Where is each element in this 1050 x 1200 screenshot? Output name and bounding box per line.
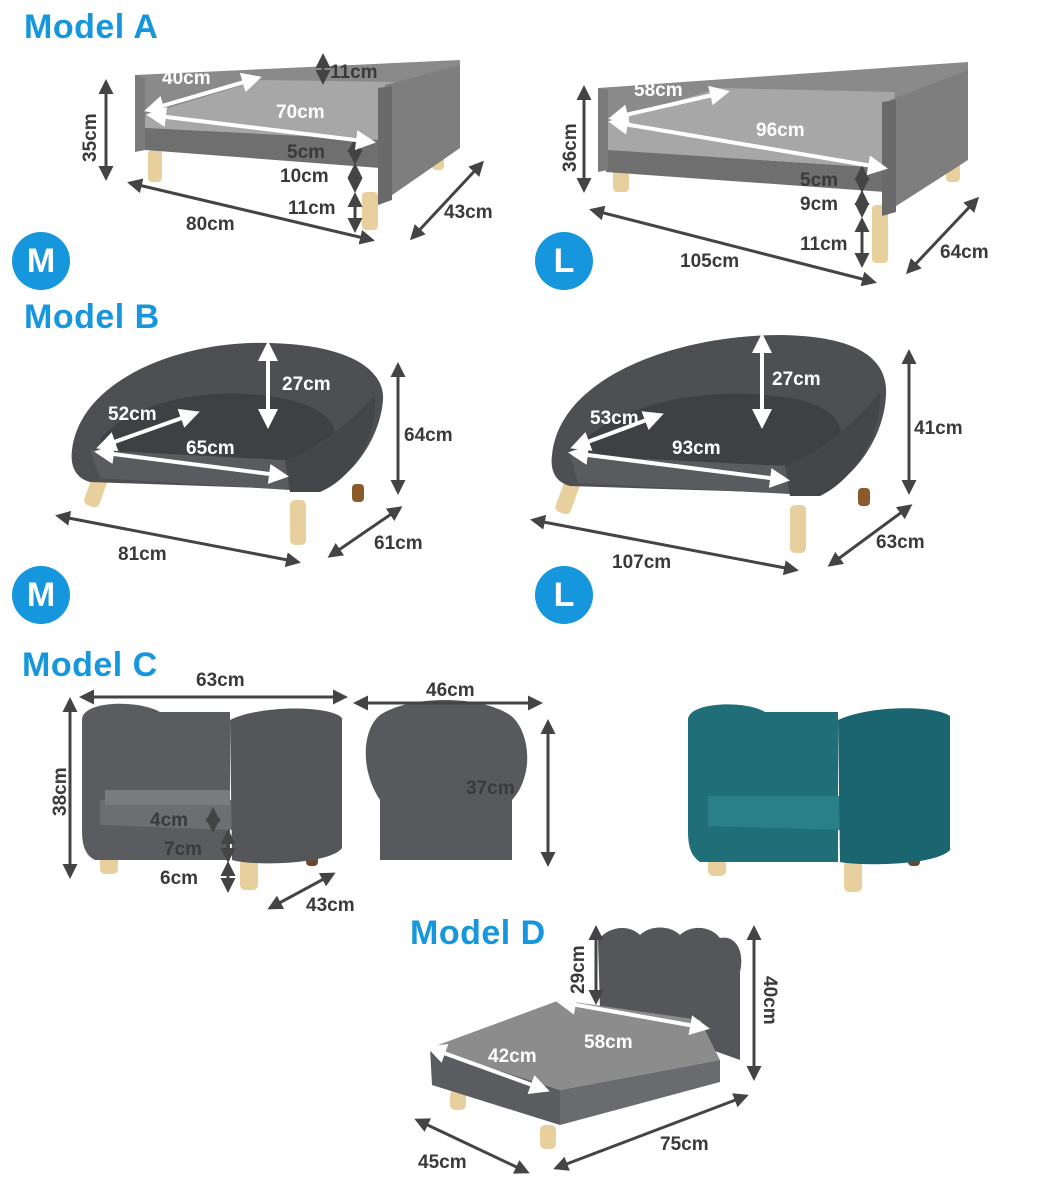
size-badge-medium-b: M (12, 566, 70, 624)
model-a-title: Model A (24, 8, 159, 46)
model-a-m-cushion-top-label: 5cm (287, 142, 325, 163)
model-a-m-width-label: 80cm (186, 214, 235, 235)
model-c-base-label: 7cm (164, 839, 202, 860)
model-b-title: Model B (24, 298, 160, 336)
model-a-m-depth-seat-label: 40cm (162, 68, 211, 89)
model-a-l-height-label: 36cm (560, 123, 581, 172)
model-d-seat-length-label: 58cm (584, 1032, 633, 1053)
model-a-l-width-label: 105cm (680, 251, 739, 272)
model-b-l-seat-width-label: 93cm (672, 438, 721, 459)
model-b-m-depth-seat-label: 52cm (108, 404, 157, 425)
size-badge-medium-a: M (12, 232, 70, 290)
model-b-m-seat-width-label: 65cm (186, 438, 235, 459)
model-c-width-label: 63cm (196, 670, 245, 691)
model-a-m-depth-label: 43cm (444, 202, 493, 223)
model-c-back-height-label: 37cm (466, 778, 515, 799)
model-c-teal-chair (688, 704, 950, 892)
model-b-m-height-label: 64cm (404, 425, 453, 446)
model-c-back-view (365, 700, 528, 860)
model-b-l-height-label: 41cm (914, 418, 963, 439)
model-a-l-depth-label: 64cm (940, 242, 989, 263)
model-a-m-arm-height-label: 11cm (330, 62, 378, 83)
model-b-m-width-label: 81cm (118, 544, 167, 565)
model-b-l-width-label: 107cm (612, 552, 671, 573)
size-badge-large-a: L (535, 232, 593, 290)
model-b-m-back-height-label: 27cm (282, 374, 331, 395)
model-a-l-cushion-top-label: 5cm (800, 170, 838, 191)
model-a-m-height-label: 35cm (80, 113, 101, 162)
dimension-lines-white (94, 72, 888, 1094)
model-c-title: Model C (22, 646, 158, 684)
model-a-m-leg-height-label: 11cm (288, 198, 336, 219)
model-a-m-cushion-mid-label: 10cm (280, 166, 329, 187)
model-d-depth-label: 45cm (418, 1152, 467, 1173)
model-a-l-cushion-mid-label: 9cm (800, 194, 838, 215)
model-c-height-label: 38cm (50, 767, 71, 816)
model-c-cushion-label: 4cm (150, 810, 188, 831)
model-d-height-label: 40cm (759, 976, 780, 1025)
model-d-depth-seat-label: 42cm (488, 1046, 537, 1067)
model-b-m-depth-label: 61cm (374, 533, 423, 554)
model-d-headboard-label: 29cm (568, 945, 589, 994)
model-a-l-depth-seat-label: 58cm (634, 80, 683, 101)
model-a-l-seat-width-label: 96cm (756, 120, 805, 141)
model-c-gray-chair (82, 703, 342, 890)
model-b-l-depth-label: 63cm (876, 532, 925, 553)
model-d-title: Model D (410, 914, 546, 952)
model-c-legs-label: 6cm (160, 868, 198, 889)
model-d-length-label: 75cm (660, 1134, 709, 1155)
model-a-l-leg-height-label: 11cm (800, 234, 848, 255)
model-b-l-back-height-label: 27cm (772, 369, 821, 390)
model-a-m-seat-width-label: 70cm (276, 102, 325, 123)
model-c-depth-label: 43cm (306, 895, 355, 916)
size-badge-large-b: L (535, 566, 593, 624)
dimension-lines (55, 53, 980, 1174)
model-c-back-width-label: 46cm (426, 680, 475, 701)
model-b-l-depth-seat-label: 53cm (590, 408, 639, 429)
